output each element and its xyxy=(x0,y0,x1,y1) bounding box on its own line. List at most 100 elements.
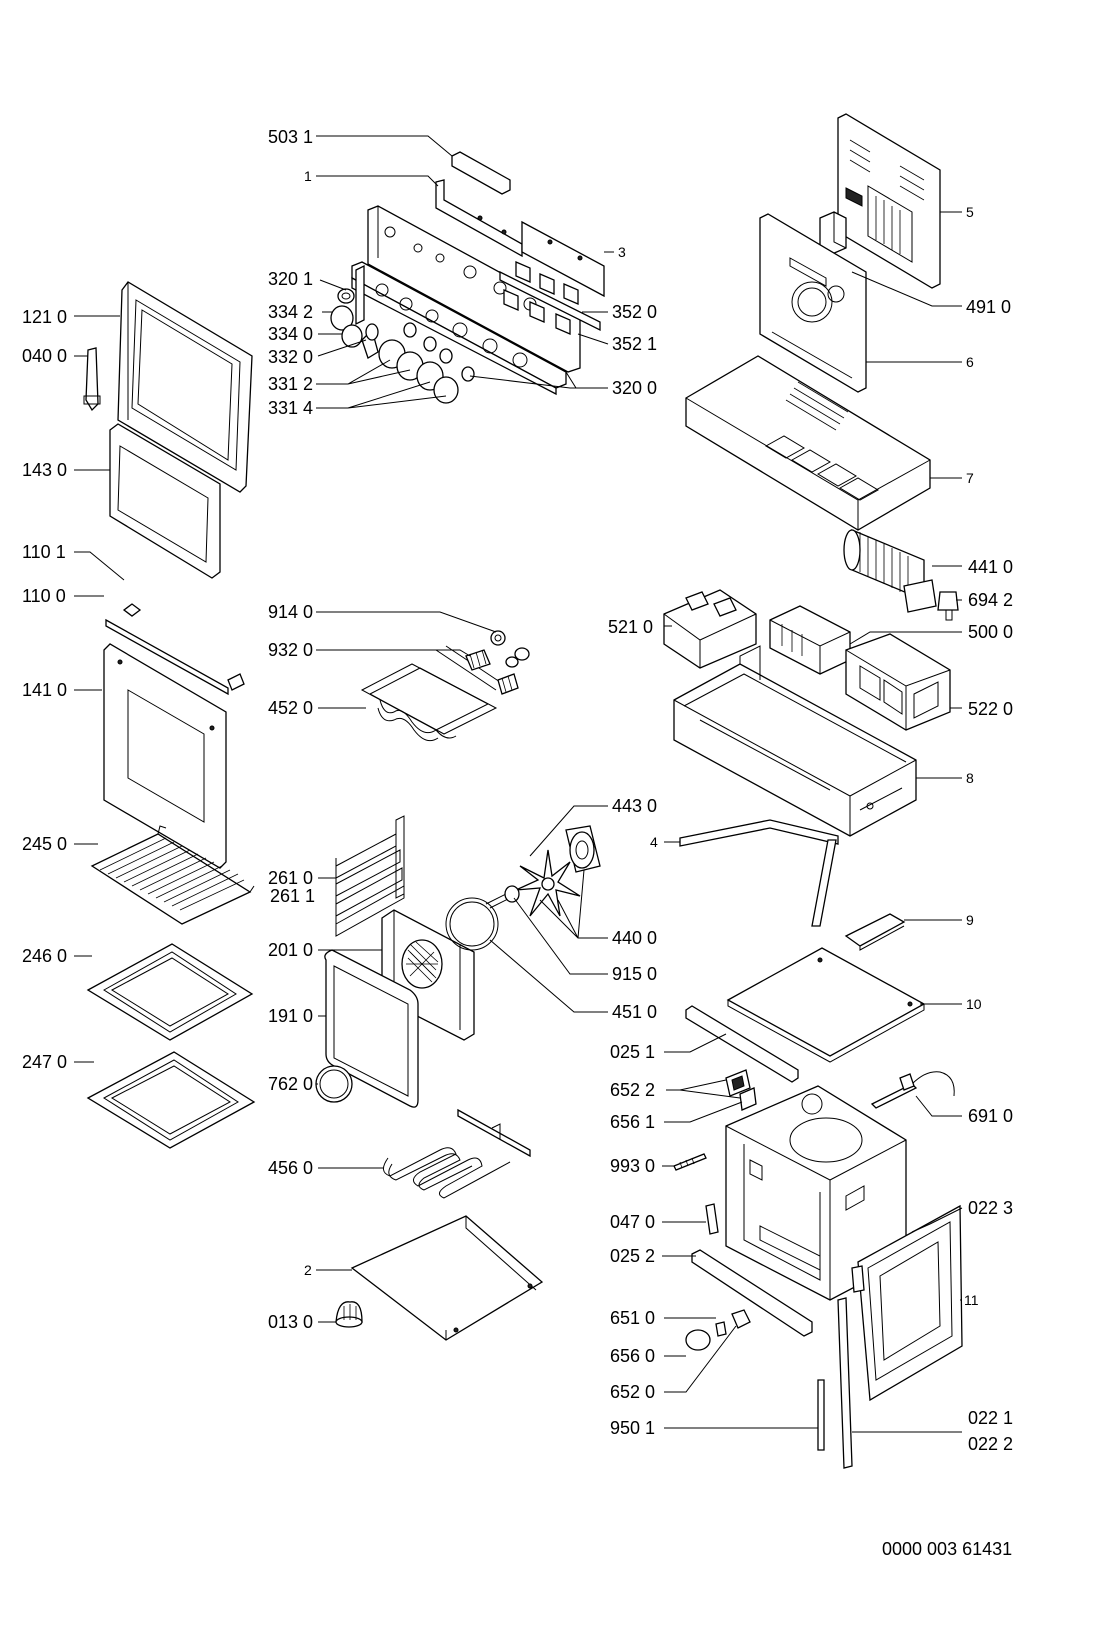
label-7: 7 xyxy=(966,470,974,486)
label-491-0: 491 0 xyxy=(966,297,1011,317)
top-cover-7 xyxy=(685,355,931,531)
label-651-0: 651 0 xyxy=(610,1308,655,1328)
latch-047 xyxy=(705,1203,719,1235)
fan-nut-915 xyxy=(504,885,520,903)
label-320-1: 320 1 xyxy=(268,269,313,289)
wire-shelf-245 xyxy=(90,825,255,925)
label-656-0: 656 0 xyxy=(610,1346,655,1366)
label-352-1: 352 1 xyxy=(612,334,657,354)
label-247-0: 247 0 xyxy=(22,1052,67,1072)
lamp-holder-652-656 xyxy=(725,1069,757,1111)
label-245-0: 245 0 xyxy=(22,834,67,854)
screw-993 xyxy=(673,1153,707,1171)
label-320-0: 320 0 xyxy=(612,378,657,398)
baking-tray-247 xyxy=(86,1051,256,1149)
fan-motor-443 xyxy=(565,825,601,873)
label-762-0: 762 0 xyxy=(268,1074,313,1094)
label-110-0: 110 0 xyxy=(22,586,66,606)
lamp-651-656-652 xyxy=(685,1309,751,1351)
label-110-1: 110 1 xyxy=(22,542,66,562)
relay-block-500 xyxy=(769,605,851,675)
label-440-0: 440 0 xyxy=(612,928,657,948)
rear-cover-5 xyxy=(837,113,941,289)
bracket-3 xyxy=(521,220,605,298)
label-025-1: 025 1 xyxy=(610,1042,655,1062)
label-025-2: 025 2 xyxy=(610,1246,655,1266)
label-441-0: 441 0 xyxy=(968,557,1013,577)
label-352-0: 352 0 xyxy=(612,302,657,322)
thermostat-694 xyxy=(937,591,959,621)
label-121-0: 121 0 xyxy=(22,307,67,327)
label-040-0: 040 0 xyxy=(22,346,67,366)
label-047-0: 047 0 xyxy=(610,1212,655,1232)
circular-element-451 xyxy=(445,891,515,951)
label-914-0: 914 0 xyxy=(268,602,313,622)
part-labels: 503 1 1 3 5 320 1 334 2 334 0 332 0 331 … xyxy=(22,127,1013,1559)
label-915-0: 915 0 xyxy=(612,964,657,984)
label-452-0: 452 0 xyxy=(268,698,313,718)
label-201-0: 201 0 xyxy=(268,940,313,960)
side-rails-261 xyxy=(335,815,405,937)
label-950-1: 950 1 xyxy=(610,1418,655,1438)
label-691-0: 691 0 xyxy=(968,1106,1013,1126)
label-694-2: 694 2 xyxy=(968,590,1013,610)
label-3: 3 xyxy=(618,244,626,260)
door-handle-040 xyxy=(83,347,101,412)
label-022-3: 022 3 xyxy=(968,1198,1013,1218)
leader-lines xyxy=(74,135,963,1433)
tangential-fan-441 xyxy=(843,529,937,613)
label-4: 4 xyxy=(650,834,658,850)
bottom-plate-2 xyxy=(350,1215,544,1341)
door-frame-11 xyxy=(857,1204,963,1402)
label-521-0: 521 0 xyxy=(608,617,653,637)
inner-door-glass-143 xyxy=(109,423,221,579)
label-522-0: 522 0 xyxy=(968,699,1013,719)
hinge-strips-950-022 xyxy=(817,1265,865,1469)
trim-strip-503 xyxy=(451,151,511,195)
label-443-0: 443 0 xyxy=(612,796,657,816)
back-wall-6 xyxy=(759,213,867,393)
label-013-0: 013 0 xyxy=(268,1312,313,1332)
oven-cavity xyxy=(725,1085,907,1301)
power-module-522 xyxy=(845,633,951,731)
label-8: 8 xyxy=(966,770,974,786)
capacitor-491 xyxy=(819,211,847,255)
fan-blade-440 xyxy=(515,849,581,917)
knobs-and-rings xyxy=(330,288,475,404)
lamp-cover-762 xyxy=(315,1065,353,1103)
label-332-0: 332 0 xyxy=(268,347,313,367)
label-331-4: 331 4 xyxy=(268,398,313,418)
side-strip-025-2 xyxy=(691,1249,813,1337)
probe-691 xyxy=(870,1071,955,1109)
label-334-2: 334 2 xyxy=(268,302,313,322)
label-261-0: 261 0 xyxy=(268,868,313,888)
foot-013 xyxy=(335,1301,363,1328)
label-191-0: 191 0 xyxy=(268,1006,313,1026)
baking-tray-246 xyxy=(86,943,254,1041)
label-652-2: 652 2 xyxy=(610,1080,655,1100)
label-022-2: 022 2 xyxy=(968,1434,1013,1454)
frame-channel-4 xyxy=(679,819,839,927)
label-656-1: 656 1 xyxy=(610,1112,655,1132)
switch-module-521 xyxy=(663,589,757,669)
side-strip-025-1 xyxy=(685,1005,799,1083)
label-334-0: 334 0 xyxy=(268,324,313,344)
label-141-0: 141 0 xyxy=(22,680,67,700)
label-993-0: 993 0 xyxy=(610,1156,655,1176)
label-451-0: 451 0 xyxy=(612,1002,657,1022)
control-panel-front xyxy=(351,261,567,396)
label-6: 6 xyxy=(966,354,974,370)
electronics-tray-8 xyxy=(673,645,917,837)
label-261-1: 261 1 xyxy=(270,886,315,906)
label-143-0: 143 0 xyxy=(22,460,67,480)
label-2: 2 xyxy=(304,1262,312,1278)
label-652-0: 652 0 xyxy=(610,1382,655,1402)
outer-door-141 xyxy=(103,643,227,869)
document-number: 0000 003 61431 xyxy=(882,1539,1012,1559)
label-9: 9 xyxy=(966,912,974,928)
switch-blocks-352 xyxy=(499,261,601,335)
hinge-block-110 xyxy=(105,603,245,696)
label-500-0: 500 0 xyxy=(968,622,1013,642)
label-11: 11 xyxy=(964,1292,979,1308)
